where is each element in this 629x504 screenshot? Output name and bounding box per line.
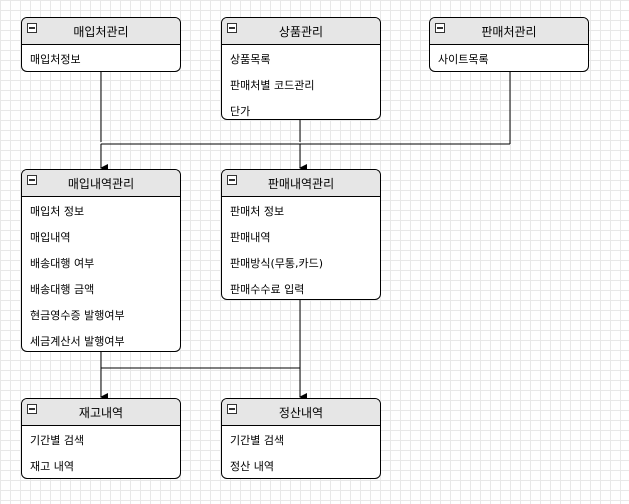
box-inventory-history[interactable]: 재고내역 기간별 검색 재고 내역	[21, 398, 181, 479]
box-title: 정산내역	[278, 405, 324, 420]
collapse-minus-icon[interactable]	[27, 404, 37, 414]
box-title: 재고내역	[78, 405, 124, 420]
collapse-minus-icon[interactable]	[435, 23, 445, 33]
box-header[interactable]: 상품관리	[222, 18, 380, 45]
box-header[interactable]: 판매내역관리	[222, 170, 380, 197]
box-product-mgmt[interactable]: 상품관리 상품목록 판매처별 코드관리 단가	[221, 17, 381, 120]
box-seller-mgmt[interactable]: 판매처관리 사이트목록	[429, 17, 589, 72]
box-item: 기간별 검색	[30, 434, 85, 447]
box-body: 기간별 검색 재고 내역	[22, 426, 180, 478]
box-body: 기간별 검색 정산 내역	[222, 426, 380, 478]
box-purchase-history-mgmt[interactable]: 매입내역관리 매입처 정보 매입내역 배송대행 여부 배송대행 금액 현금영수증…	[21, 169, 181, 352]
box-item: 매입처정보	[30, 53, 81, 66]
box-item: 현금영수증 발행여부	[30, 309, 125, 322]
box-item: 판매수수료 입력	[230, 283, 305, 296]
box-header[interactable]: 재고내역	[22, 399, 180, 426]
box-sales-history-mgmt[interactable]: 판매내역관리 판매처 정보 판매내역 판매방식(무통,카드) 판매수수료 입력	[221, 169, 381, 300]
box-item: 판매방식(무통,카드)	[230, 257, 324, 270]
box-item: 단가	[230, 105, 251, 118]
box-item: 사이트목록	[438, 53, 489, 66]
box-title: 매입처관리	[73, 24, 129, 39]
collapse-minus-icon[interactable]	[227, 404, 237, 414]
box-body: 사이트목록	[430, 45, 588, 71]
box-title: 매입내역관리	[67, 176, 135, 191]
box-item: 판매내역	[230, 231, 271, 244]
box-item: 배송대행 여부	[30, 257, 95, 270]
box-item: 매입처 정보	[30, 205, 85, 218]
box-title: 판매처관리	[481, 24, 537, 39]
box-body: 매입처 정보 매입내역 배송대행 여부 배송대행 금액 현금영수증 발행여부 세…	[22, 197, 180, 351]
box-header[interactable]: 정산내역	[222, 399, 380, 426]
box-item: 기간별 검색	[230, 434, 285, 447]
box-body: 판매처 정보 판매내역 판매방식(무통,카드) 판매수수료 입력	[222, 197, 380, 299]
collapse-minus-icon[interactable]	[27, 175, 37, 185]
box-header[interactable]: 매입처관리	[22, 18, 180, 45]
box-settlement-history[interactable]: 정산내역 기간별 검색 정산 내역	[221, 398, 381, 479]
box-header[interactable]: 매입내역관리	[22, 170, 180, 197]
box-item: 판매처별 코드관리	[230, 79, 315, 92]
box-title: 상품관리	[278, 24, 324, 39]
box-title: 판매내역관리	[267, 176, 335, 191]
box-item: 세금계산서 발행여부	[30, 335, 125, 348]
collapse-minus-icon[interactable]	[227, 175, 237, 185]
box-body: 상품목록 판매처별 코드관리 단가	[222, 45, 380, 119]
collapse-minus-icon[interactable]	[227, 23, 237, 33]
box-item: 판매처 정보	[230, 205, 285, 218]
box-body: 매입처정보	[22, 45, 180, 71]
box-item: 상품목록	[230, 53, 271, 66]
box-item: 정산 내역	[230, 460, 274, 473]
box-item: 배송대행 금액	[30, 283, 95, 296]
box-item: 매입내역	[30, 231, 71, 244]
box-purchase-source-mgmt[interactable]: 매입처관리 매입처정보	[21, 17, 181, 72]
box-item: 재고 내역	[30, 460, 74, 473]
collapse-minus-icon[interactable]	[27, 23, 37, 33]
box-header[interactable]: 판매처관리	[430, 18, 588, 45]
